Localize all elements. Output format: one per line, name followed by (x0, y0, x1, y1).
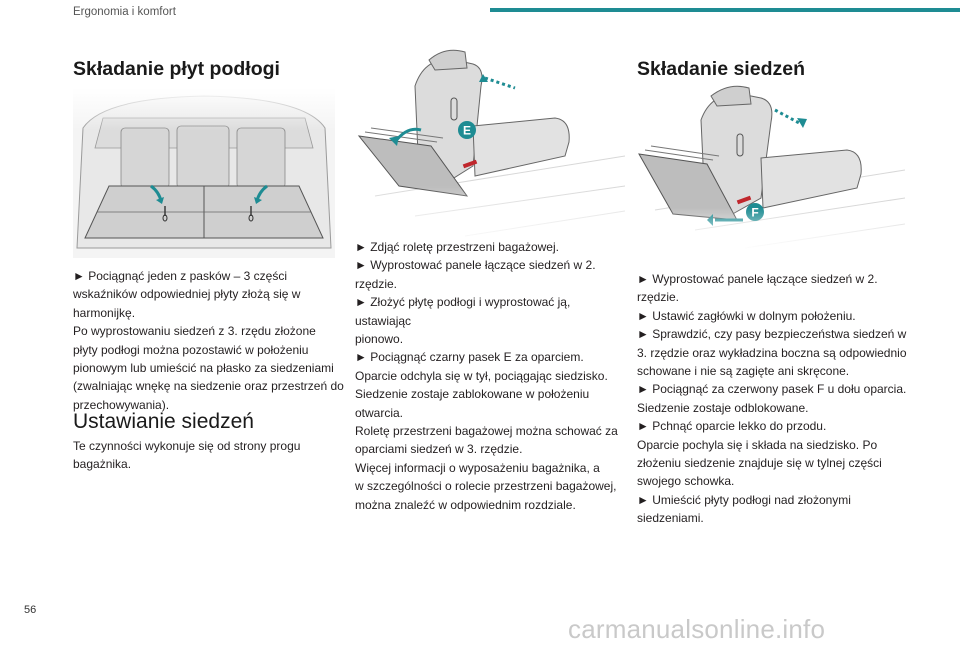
seat-setup-intro: Te czynności wykonuje się od strony prog… (73, 437, 353, 474)
text-line: ► Umieścić płyty podłogi nad złożonymi (637, 492, 851, 507)
text-line: ► Pociągnąć jeden z pasków – 3 części (73, 269, 287, 283)
floor-panels-illustration (73, 88, 335, 258)
text-line: Te czynności wykonuje się od strony prog… (73, 439, 301, 453)
text-line: ► Pociągnąć za czerwony pasek F u dołu o… (637, 382, 907, 397)
text-line: ► Złożyć płytę podłogi i wyprostować ją,… (355, 295, 571, 328)
text-line: Po wyprostowaniu siedzeń z 3. rzędu złoż… (73, 324, 316, 339)
text-line: Roletę przestrzeni bagażowej można schow… (355, 424, 618, 439)
text-line: ► Pchnąć oparcie lekko do przodu. (637, 419, 827, 434)
text-line: Siedzenie zostaje zablokowane w położeni… (355, 387, 590, 402)
text-line: w szczególności o rolecie przestrzeni ba… (355, 479, 617, 494)
text-line: otwarcia. (355, 405, 404, 420)
text-line: schowane i nie są zagięte ani skręcone. (637, 364, 850, 379)
text-line: Oparcie pochyla się i składa na siedzisk… (637, 437, 878, 452)
text-line: siedzeniami. (637, 511, 704, 526)
seat-fold-illustration: F (625, 80, 905, 250)
text-line: harmonijkę. (73, 305, 136, 320)
section-title-floor-panels: Składanie płyt podłogi (73, 58, 280, 80)
text-line: pionowo. (355, 332, 404, 347)
text-line: wskaźników odpowiedniej płyty złożą się … (73, 287, 301, 302)
watermark: carmanualsonline.info (568, 614, 826, 644)
page-number: 56 (24, 604, 37, 616)
running-header: Ergonomia i komfort (73, 6, 176, 18)
text-line: ► Wyprostować panele łączące siedzeń w 2… (355, 258, 596, 273)
seat-unfold-illustration: E (355, 46, 625, 246)
text-line: pionowym lub umieścić na płasko za siedz… (73, 361, 334, 376)
text-line: ► Pociągnąć czarny pasek E za oparciem. (355, 350, 584, 365)
text-line: można znaleźć w odpowiednim rozdziale. (355, 497, 576, 512)
header-accent-bar (490, 8, 960, 12)
text-line: ► Ustawić zagłówki w dolnym położeniu. (637, 308, 856, 323)
floor-panels-instructions: ► Pociągnąć jeden z pasków – 3 części ws… (73, 267, 353, 414)
text-line: ► Sprawdzić, czy pasy bezpieczeństwa sie… (637, 327, 907, 342)
text-line: ► Wyprostować panele łączące siedzeń w 2… (637, 272, 878, 286)
text-line: przechowywania). (73, 397, 170, 412)
text-line: swojego schowka. (637, 474, 735, 489)
text-line: Więcej informacji o wyposażeniu bagażnik… (355, 460, 600, 475)
text-line: Siedzenie zostaje odblokowane. (637, 400, 809, 415)
section-title-folding-seats: Składanie siedzeń (637, 58, 805, 80)
text-line: oparciami siedzeń w 3. rzędzie. (355, 442, 523, 457)
text-line: 3. rzędzie oraz wykładzina boczna są odp… (637, 345, 907, 360)
seat-fold-instructions: ► Wyprostować panele łączące siedzeń w 2… (637, 270, 907, 528)
text-line: płyty podłogi można pozostawić w położen… (73, 342, 309, 357)
text-line: Oparcie odchyla się w tył, pociągając si… (355, 368, 608, 383)
text-line: ► Zdjąć roletę przestrzeni bagażowej. (355, 240, 559, 254)
text-line: (zwalniając wnękę na siedzenie oraz prze… (73, 379, 344, 394)
seat-setup-instructions: ► Zdjąć roletę przestrzeni bagażowej. ► … (355, 238, 625, 514)
text-line: rzędzie. (355, 276, 398, 291)
text-line: złożeniu siedzenie znajduje się w tylnej… (637, 456, 882, 471)
text-line: rzędzie. (637, 290, 680, 305)
text-line: bagażnika. (73, 457, 132, 472)
section-title-seat-setup: Ustawianie siedzeń (73, 410, 254, 433)
